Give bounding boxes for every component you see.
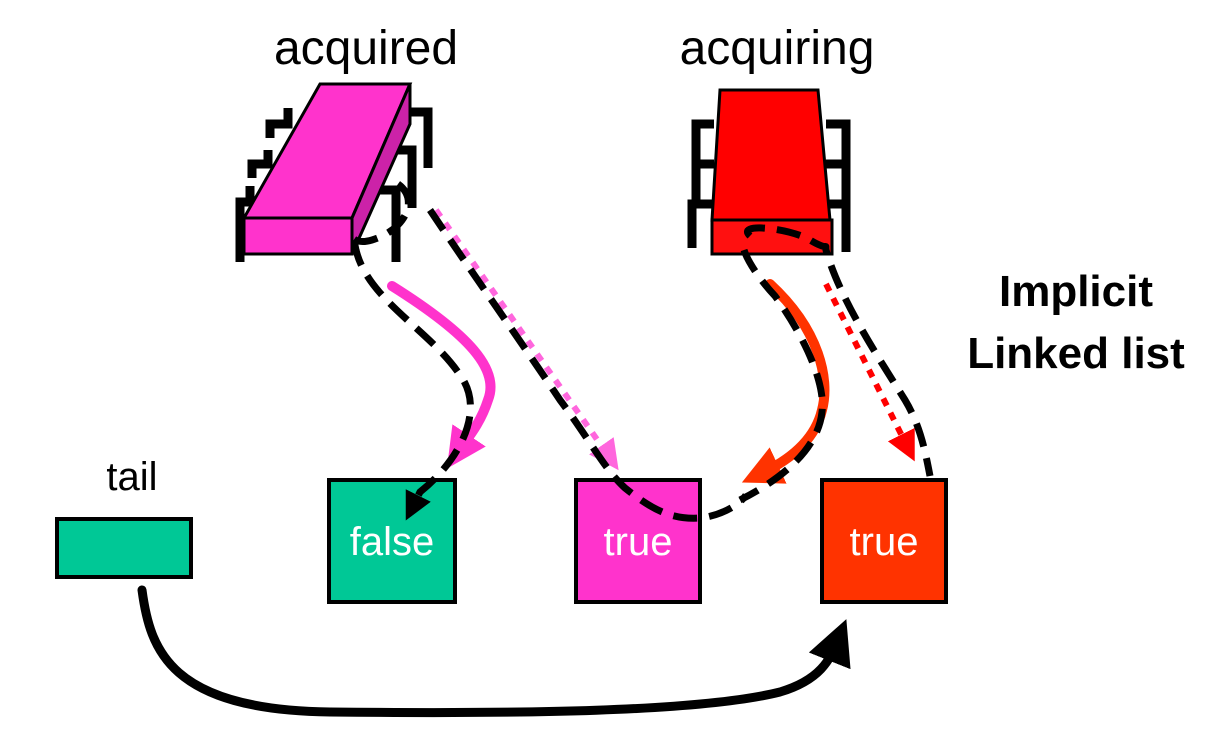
node-true-red: true (820, 478, 948, 604)
node-true-pink-value: true (604, 520, 673, 564)
acquiring-label: acquiring (680, 22, 875, 75)
node-true-red-value: true (850, 520, 919, 564)
tail-pointer-arrow (137, 585, 851, 718)
node-false: false (327, 478, 457, 604)
red-chip-icon (687, 88, 851, 256)
implicit-label-line2: Linked list (967, 329, 1185, 378)
red-dotted-arrow (823, 282, 915, 462)
black-dashed-path-pink-chain (427, 208, 749, 522)
black-dashed-path-red-chain (743, 224, 934, 477)
red-curved-arrow (741, 279, 830, 484)
pink-dotted-arrow (433, 208, 619, 471)
acquired-label: acquired (274, 22, 458, 75)
black-dashed-arrow-to-false (347, 181, 474, 521)
pink-curved-arrow (387, 281, 496, 469)
black-dashed-arrow-to-pink-true (738, 248, 826, 504)
tail-label: tail (106, 455, 157, 499)
tail-box (55, 517, 193, 579)
node-true-pink: true (574, 478, 702, 604)
pink-chip-icon (235, 82, 433, 262)
implicit-label-line1: Implicit (999, 267, 1153, 316)
node-false-value: false (350, 520, 435, 564)
